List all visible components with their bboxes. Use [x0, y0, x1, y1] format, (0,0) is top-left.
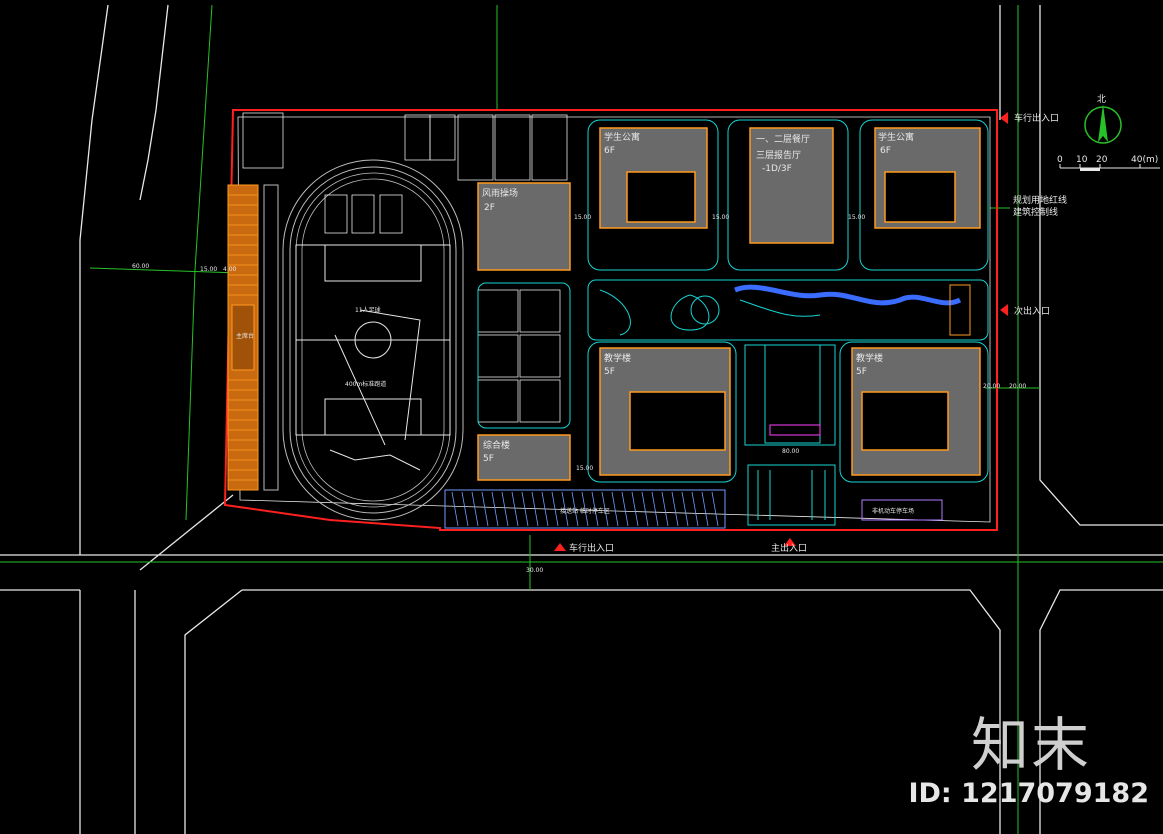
label-gym: 风雨操场 [482, 187, 518, 199]
label-entrance-ne: 车行出入口 [1014, 112, 1059, 124]
dim-4: 4.00 [223, 266, 237, 273]
watermark-logo: 知末 [970, 711, 1091, 779]
buildings [477, 127, 981, 481]
watermark-id: ID: 1217079182 [908, 778, 1149, 809]
label-canteen-3: -1D/3F [762, 164, 792, 174]
label-bus: 接送站 临时停车区 [560, 507, 610, 515]
label-teach-left-floors: 5F [604, 367, 615, 377]
scale-40: 40(m) [1131, 155, 1158, 165]
label-teach-right: 教学楼 [856, 352, 883, 364]
dorm-left-building [599, 127, 708, 229]
scale-10: 10 [1076, 155, 1088, 165]
label-redline: 规划用地红线 [1013, 194, 1067, 206]
label-track: 400m标准跑道 [345, 380, 386, 388]
dim-15-a: 15.00 [200, 266, 217, 273]
label-entrance-s: 车行出入口 [569, 542, 614, 554]
dim-20-a: 20.00 [983, 383, 1000, 390]
dim-15-e: 15.00 [576, 465, 593, 472]
label-complex: 综合楼 [483, 439, 510, 451]
scale-0: 0 [1057, 155, 1063, 165]
dim-30: 30.00 [526, 567, 543, 574]
red-property-line [223, 109, 998, 531]
label-north: 北 [1097, 94, 1106, 105]
label-dorm-left: 学生公寓 [604, 131, 640, 143]
dim-20-b: 20.00 [1009, 383, 1026, 390]
label-complex-floors: 5F [483, 454, 494, 464]
label-field: 11人足球 [355, 306, 381, 314]
running-track [282, 159, 464, 521]
label-teach-right-floors: 5F [856, 367, 867, 377]
label-canteen-1: 一、二层餐厅 [756, 133, 810, 145]
north-arrow [1059, 104, 1160, 171]
label-parking: 非机动车停车场 [872, 507, 914, 515]
entrance-s-marker [554, 543, 566, 551]
gym-building [477, 182, 571, 271]
complex-building [477, 434, 571, 481]
dim-15-b: 15.00 [574, 214, 591, 221]
dim-15-c: 15.00 [712, 214, 729, 221]
entrance-markers [554, 112, 1008, 551]
scale-20: 20 [1096, 155, 1108, 165]
teach-left-building [599, 347, 731, 476]
label-teach-left: 教学楼 [604, 352, 631, 364]
dim-60: 60.00 [132, 263, 149, 270]
stage-bleachers [227, 184, 279, 491]
road-edges [0, 4, 1163, 834]
label-gym-floors: 2F [484, 203, 495, 213]
entrance-main-marker [784, 538, 796, 546]
entrance-e-marker [1000, 304, 1008, 316]
landscape [444, 119, 989, 529]
label-setback: 建筑控制线 [1013, 206, 1058, 218]
canteen-building [749, 127, 834, 244]
label-canteen-2: 三层报告厅 [756, 149, 801, 161]
grid-lines [0, 4, 1163, 834]
teach-right-building [851, 347, 981, 476]
label-dorm-left-floors: 6F [604, 146, 615, 156]
label-dorm-right: 学生公寓 [878, 131, 914, 143]
dim-15-d: 15.00 [848, 214, 865, 221]
entrance-ne-marker [1000, 112, 1008, 124]
label-entrance-main: 主出入口 [771, 542, 807, 554]
dim-80: 80.00 [782, 448, 799, 455]
label-stage: 主席台 [236, 332, 254, 340]
dorm-right-building [874, 127, 981, 229]
label-entrance-e: 次出入口 [1014, 305, 1050, 317]
label-dorm-right-floors: 6F [880, 146, 891, 156]
